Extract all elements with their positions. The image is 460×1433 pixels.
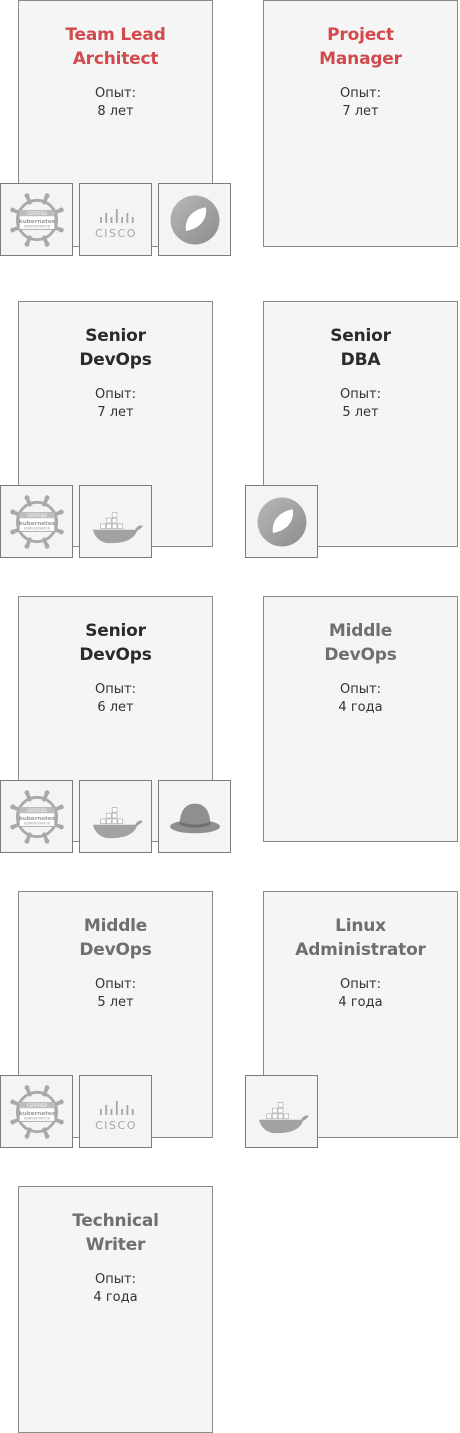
title-line: Senior	[85, 326, 146, 346]
experience-value: 6 лет	[97, 700, 134, 715]
svg-text:CERTIFIED: CERTIFIED	[26, 808, 46, 813]
experience-label: Опыт:	[95, 682, 136, 697]
title-line: Middle	[83, 916, 148, 936]
certification-row	[245, 485, 318, 558]
svg-text:CERTIFIED: CERTIFIED	[26, 211, 46, 216]
svg-text:ADMINISTRATOR: ADMINISTRATOR	[23, 1116, 50, 1120]
experience-block: Опыт: 7 лет	[264, 85, 457, 121]
experience-block: Опыт: 4 года	[19, 1271, 212, 1307]
certification-row	[245, 1075, 318, 1148]
experience-label: Опыт:	[95, 387, 136, 402]
svg-text:ADMINISTRATOR: ADMINISTRATOR	[23, 224, 50, 228]
certification-row: CERTIFIED kubernetes ADMINISTRATOR CISCO	[0, 1075, 152, 1148]
svg-text:kubernetes: kubernetes	[19, 1110, 56, 1116]
experience-block: Опыт: 5 лет	[264, 386, 457, 422]
experience-value: 5 лет	[342, 405, 379, 420]
experience-block: Опыт: 4 года	[264, 681, 457, 717]
experience-label: Опыт:	[340, 977, 381, 992]
svg-text:CERTIFIED: CERTIFIED	[26, 513, 46, 518]
cisco-icon: CISCO	[79, 1075, 152, 1148]
certification-row: CERTIFIED kubernetes ADMINISTRATOR	[0, 485, 152, 558]
certification-row: CERTIFIED kubernetes ADMINISTRATOR	[0, 780, 231, 853]
title-line: Technical	[72, 1211, 159, 1231]
experience-value: 4 года	[93, 1290, 138, 1305]
docker-icon	[79, 485, 152, 558]
experience-label: Опыт:	[340, 682, 381, 697]
experience-value: 4 года	[338, 700, 383, 715]
title-line: Project	[327, 25, 394, 45]
svg-text:kubernetes: kubernetes	[19, 815, 56, 821]
kubernetes-icon: CERTIFIED kubernetes ADMINISTRATOR	[0, 183, 73, 256]
experience-block: Опыт: 5 лет	[19, 976, 212, 1012]
experience-label: Опыт:	[95, 86, 136, 101]
title-line: DevOps	[79, 940, 152, 960]
experience-label: Опыт:	[95, 977, 136, 992]
svg-text:CISCO: CISCO	[95, 227, 137, 240]
svg-text:CERTIFIED: CERTIFIED	[26, 1103, 46, 1108]
title-line: Administrator	[295, 940, 426, 960]
title-line: Senior	[330, 326, 391, 346]
svg-text:ADMINISTRATOR: ADMINISTRATOR	[23, 821, 50, 825]
kubernetes-icon: CERTIFIED kubernetes ADMINISTRATOR	[0, 1075, 73, 1148]
title-line: DevOps	[79, 350, 152, 370]
redhat-icon	[158, 780, 231, 853]
svg-text:kubernetes: kubernetes	[19, 520, 56, 526]
experience-value: 7 лет	[97, 405, 134, 420]
svg-text:kubernetes: kubernetes	[19, 218, 56, 224]
experience-block: Опыт: 6 лет	[19, 681, 212, 717]
title-line: Linux	[335, 916, 386, 936]
certification-row: CERTIFIED kubernetes ADMINISTRATOR CISCO	[0, 183, 231, 256]
docker-icon	[79, 780, 152, 853]
title-line: Middle	[328, 621, 393, 641]
title-line: DevOps	[79, 645, 152, 665]
experience-block: Опыт: 4 года	[264, 976, 457, 1012]
title-line: Manager	[319, 49, 402, 69]
svg-text:ADMINISTRATOR: ADMINISTRATOR	[23, 526, 50, 530]
circle-leaf-icon	[158, 183, 231, 256]
experience-value: 7 лет	[342, 104, 379, 119]
title-line: Writer	[85, 1235, 146, 1255]
docker-icon	[245, 1075, 318, 1148]
experience-label: Опыт:	[340, 387, 381, 402]
circle-leaf-icon	[245, 485, 318, 558]
cisco-icon: CISCO	[79, 183, 152, 256]
title-line: DevOps	[324, 645, 397, 665]
experience-value: 5 лет	[97, 995, 134, 1010]
kubernetes-icon: CERTIFIED kubernetes ADMINISTRATOR	[0, 485, 73, 558]
kubernetes-icon: CERTIFIED kubernetes ADMINISTRATOR	[0, 780, 73, 853]
title-line: Team Lead	[65, 25, 166, 45]
title-line: Architect	[72, 49, 159, 69]
title-line: Senior	[85, 621, 146, 641]
title-line: DBA	[340, 350, 381, 370]
experience-block: Опыт: 7 лет	[19, 386, 212, 422]
svg-text:CISCO: CISCO	[95, 1119, 137, 1132]
experience-value: 4 года	[338, 995, 383, 1010]
experience-block: Опыт: 8 лет	[19, 85, 212, 121]
experience-label: Опыт:	[95, 1272, 136, 1287]
experience-label: Опыт:	[340, 86, 381, 101]
experience-value: 8 лет	[97, 104, 134, 119]
